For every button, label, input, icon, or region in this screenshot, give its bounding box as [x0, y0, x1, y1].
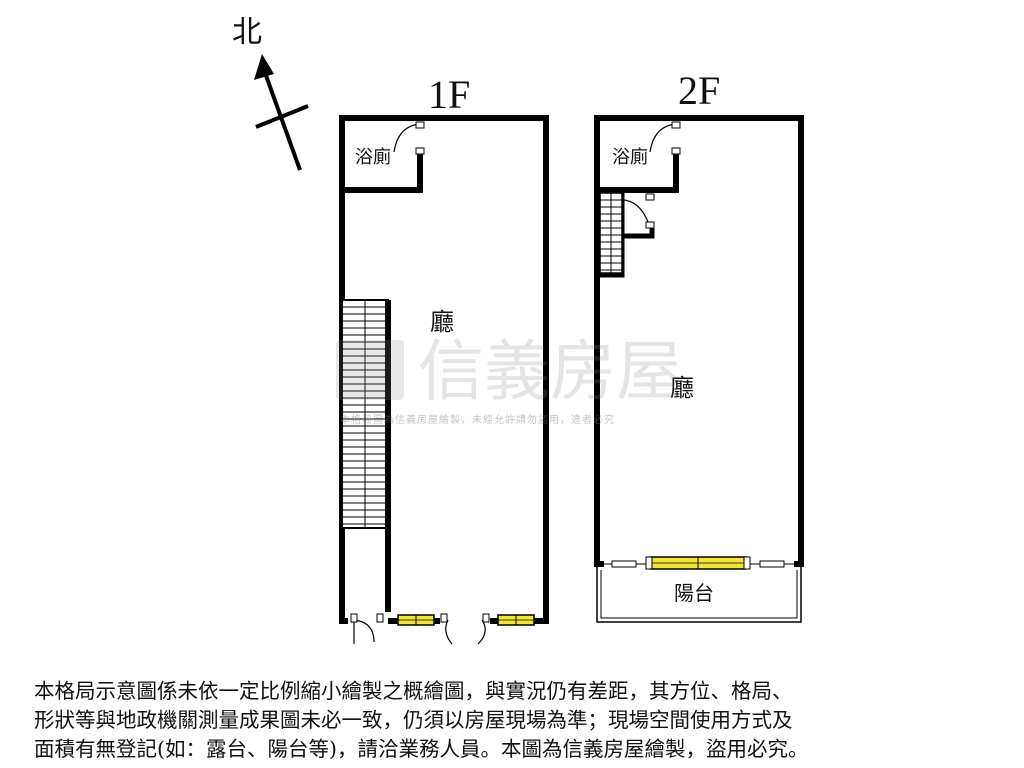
disclaimer: 本格局示意圖係未依一定比例縮小繪製之概繪圖，與實況仍有差距，其方位、格局、 形狀… [34, 677, 994, 764]
hall-label-1f: 廳 [430, 308, 454, 336]
north-arrow-icon [262, 69, 302, 171]
door-jamb [415, 147, 425, 155]
staircase-2f [599, 192, 623, 274]
bathroom-wall-1f [342, 150, 423, 193]
balcony-label: 陽台 [674, 581, 714, 605]
disclaimer-line: 面積有無登記(如：露台、陽台等)，請洽業務人員。本圖為信義房屋繪製，盜用必究。 [34, 737, 809, 761]
bathroom-label-1f: 浴廁 [355, 146, 391, 168]
door-swing-icon [623, 199, 649, 223]
brand-logo [336, 340, 404, 400]
double-door-gap [440, 612, 490, 626]
floor-2f: 2F 浴廁 廳 陽台 [594, 68, 804, 623]
cross-bar [255, 104, 309, 129]
bathroom-label-2f: 浴廁 [612, 146, 648, 168]
watermark-brand: 信義房屋 [418, 333, 682, 410]
hall-label-2f: 廳 [670, 374, 694, 402]
watermark: 信義房屋 本格局圖為信義房屋繪製，未經允許請勿盜用，違者必究 [336, 333, 682, 426]
arrow-head-icon [254, 54, 274, 80]
watermark-notice: 本格局圖為信義房屋繪製，未經允許請勿盜用，違者必究 [340, 413, 615, 426]
disclaimer-line: 本格局示意圖係未依一定比例縮小繪製之概繪圖，與實況仍有差距，其方位、格局、 [34, 679, 793, 703]
disclaimer-line: 形狀等與地政機關測量成果圖未必一致，仍須以房屋現場為準；現場空間使用方式及 [34, 708, 793, 732]
north-label: 北 [232, 15, 262, 50]
north-indicator: 北 [232, 15, 309, 171]
floor-1f: 1F 浴廁 廳 [339, 72, 549, 645]
floor-label-2f: 2F [678, 68, 720, 113]
floor-label-1f: 1F [428, 72, 470, 117]
door-jamb [415, 121, 425, 129]
staircase-1f [341, 299, 389, 529]
balcony-outline [596, 564, 802, 623]
